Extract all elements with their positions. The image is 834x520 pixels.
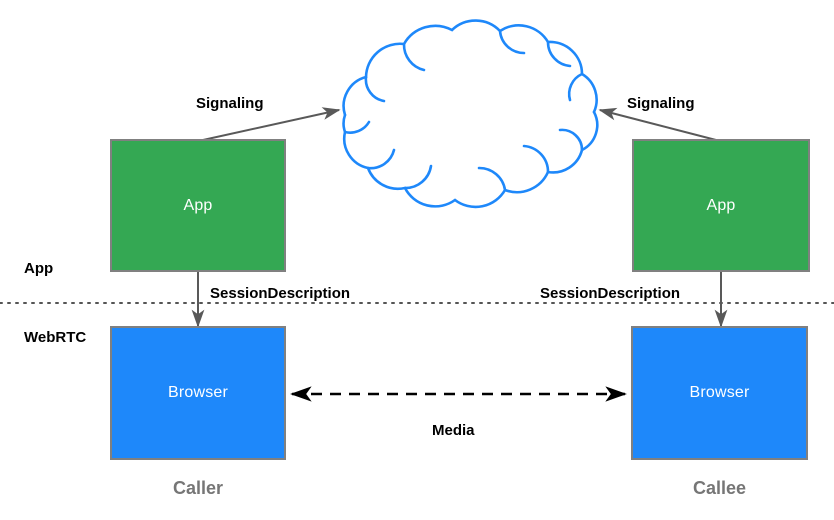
callee-app-box[interactable]: App	[632, 139, 810, 272]
callee-app-box-label: App	[706, 196, 736, 214]
callee-role-label: Callee	[692, 478, 747, 498]
caller-role-label: Caller	[172, 478, 224, 498]
caller-signaling-arrow	[202, 107, 341, 141]
caller-signaling-label: Signaling	[196, 95, 264, 112]
media-label: Media	[432, 422, 475, 439]
callee-sessiondescription-label: SessionDescription	[540, 285, 681, 302]
caller-browser-box-label: Browser	[167, 384, 229, 401]
app-layer-label: App	[24, 260, 54, 277]
caller-browser-box[interactable]: Browser	[110, 326, 286, 460]
caller-app-box-label: App	[183, 196, 213, 214]
callee-signaling-label: Signaling	[627, 95, 695, 112]
webrtc-layer-label: WebRTC	[24, 329, 87, 346]
signaling-server-cloud	[342, 19, 599, 209]
callee-signaling-arrow	[598, 107, 717, 141]
caller-app-box[interactable]: App	[110, 139, 286, 272]
callee-browser-box[interactable]: Browser	[631, 326, 808, 460]
callee-browser-box-label: Browser	[689, 384, 750, 401]
caller-sessiondescription-label: SessionDescription	[210, 285, 351, 302]
